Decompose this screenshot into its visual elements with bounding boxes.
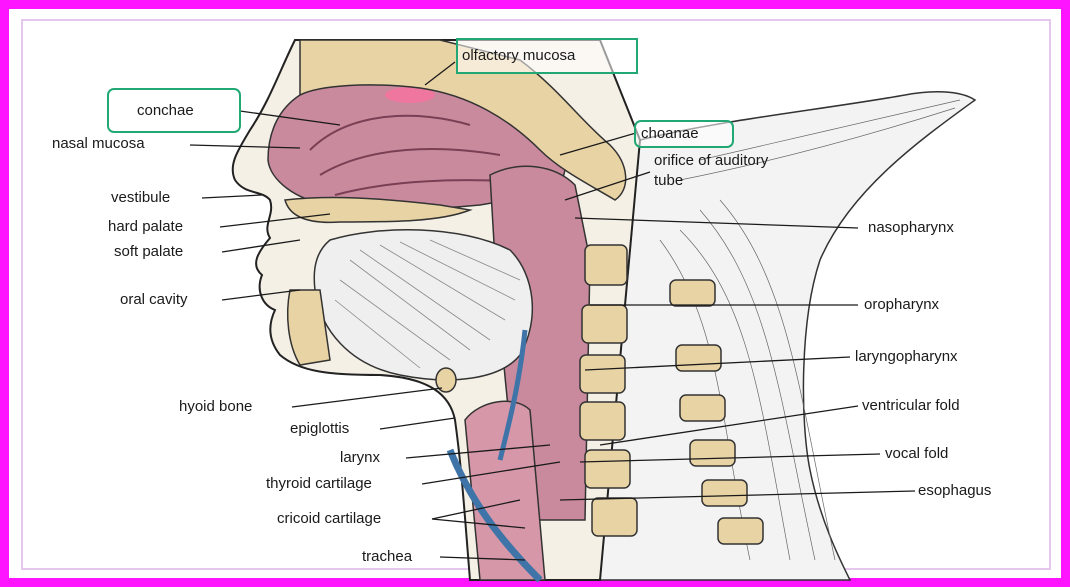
label-vestibule: vestibule [111,189,170,207]
label-oropharynx: oropharynx [864,296,939,314]
label-laryngopharynx: laryngopharynx [855,348,958,366]
label-cricoid-cartilage: cricoid cartilage [277,510,381,528]
label-larynx: larynx [340,449,380,467]
label-conchae: conchae [137,102,194,120]
label-vocal-fold: vocal fold [885,445,948,463]
label-hard-palate: hard palate [108,218,183,236]
label-thyroid-cartilage: thyroid cartilage [266,475,372,493]
label-nasal-mucosa: nasal mucosa [52,135,145,153]
label-olfactory-mucosa: olfactory mucosa [462,47,575,65]
label-trachea: trachea [362,548,412,566]
label-nasopharynx: nasopharynx [868,219,954,237]
label-esophagus: esophagus [918,482,991,500]
label-choanae: choanae [641,125,699,143]
label-ventricular-fold: ventricular fold [862,397,960,415]
label-hyoid-bone: hyoid bone [179,398,252,416]
label-epiglottis: epiglottis [290,420,349,438]
label-oral-cavity: oral cavity [120,291,188,309]
label-soft-palate: soft palate [114,243,183,261]
label-orifice-of-auditory-tube: orifice of auditory tube [654,151,794,191]
